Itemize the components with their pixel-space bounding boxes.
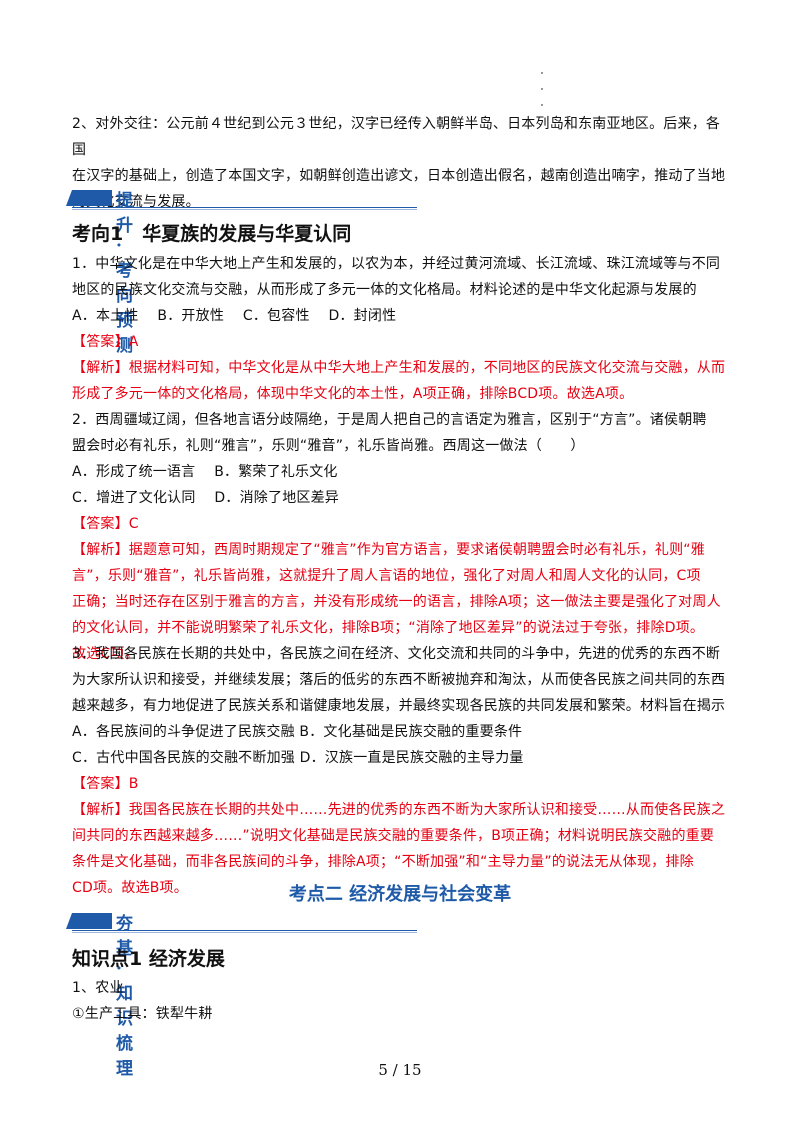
analysis-text: 【解析】根据材料可知，中华文化是从中华大地上产生和发展的，不同地区的民族文化交流… bbox=[72, 360, 726, 376]
question-text: 3．我国各民族在长期的共处中，各民族之间在经济、文化交流和共同的斗争中，先进的优… bbox=[72, 646, 721, 662]
analysis-text: 故选C项。 bbox=[72, 646, 139, 662]
analysis-text: 言”，乐则“雅音”，礼乐皆尚雅，这就提升了周人言语的地位，强化了对周人和周人文化… bbox=[72, 568, 701, 584]
section-bar-rule bbox=[72, 207, 417, 208]
analysis-text: 间共同的东西越来越多……”说明文化基础是民族交融的重要条件，B项正确；材料说明民… bbox=[72, 828, 715, 844]
decorative-dots bbox=[541, 72, 545, 120]
question-1: 1．中华文化是在中华大地上产生和发展的，以农为本，并经过黄河流域、长江流域、珠江… bbox=[72, 251, 732, 407]
text-line: 的文化交流与发展。 bbox=[72, 194, 200, 210]
section-bar-rule-light bbox=[72, 209, 417, 210]
question-text: 1．中华文化是在中华大地上产生和发展的，以农为本，并经过黄河流域、长江流域、珠江… bbox=[72, 256, 721, 272]
agriculture-section: 1、农业 ①生产工具：铁犁牛耕 bbox=[72, 975, 732, 1027]
page-number: 5 / 15 bbox=[378, 1061, 422, 1079]
answer-label: 【答案】C bbox=[72, 516, 139, 532]
analysis-text: CD项。故选B项。 bbox=[72, 880, 188, 896]
section-bar-marker bbox=[66, 190, 112, 206]
analysis-text: 条件是文化基础，而非各民族间的斗争，排除A项；“不断加强”和“主导力量”的说法无… bbox=[72, 854, 694, 870]
section-bar-title: 提升·考向预测 bbox=[116, 191, 133, 356]
analysis-text: 【解析】据题意可知，西周时期规定了“雅言”作为官方语言，要求诸侯朝聘盟会时必有礼… bbox=[72, 542, 705, 558]
answer-label: 【答案】A bbox=[72, 334, 139, 350]
text-line: 1、农业 bbox=[72, 980, 124, 996]
section-bar-title: 夯基·知识梳理 bbox=[116, 914, 133, 1079]
question-text: 为大家所认识和接受，并继续发展；落后的低劣的东西不断被抛弃和淘汰，从而使各民族之… bbox=[72, 672, 726, 688]
question-text: 盟会时必有礼乐，礼则“雅言”，乐则“雅音”，礼乐皆尚雅。西周这一做法（ ） bbox=[72, 438, 585, 454]
question-options: C．古代中国各民族的交融不断加强 D．汉族一直是民族交融的主导力量 bbox=[72, 750, 524, 766]
question-options: A．各民族间的斗争促进了民族交融 B．文化基础是民族交融的重要条件 bbox=[72, 724, 523, 740]
analysis-text: 的文化认同，并不能说明繁荣了礼乐文化，排除B项；“消除了地区差异”的说法过于夸张… bbox=[72, 620, 705, 636]
question-2: 2．西周疆域辽阔，但各地言语分歧隔绝，于是周人把自己的言语定为雅言，区别于“方言… bbox=[72, 407, 732, 667]
answer-label: 【答案】B bbox=[72, 776, 139, 792]
text-line: 在汉字的基础上，创造了本国文字，如朝鲜创造出谚文，日本创造出假名，越南创造出喃字… bbox=[72, 168, 726, 184]
section-bar-rule-light bbox=[72, 932, 417, 933]
section-bar-rule bbox=[72, 930, 417, 931]
question-options: C．增进了文化认同 D．消除了地区差异 bbox=[72, 490, 340, 506]
question-text: 地区的民族文化交流与交融，从而形成了多元一体的文化格局。材料论述的是中华文化起源… bbox=[72, 282, 697, 298]
question-text: 越来越多，有力地促进了民族关系和谐健康地发展，并最终实现各民族的共同发展和繁荣。… bbox=[72, 698, 726, 714]
section-bar-marker bbox=[66, 913, 112, 929]
analysis-text: 正确；当时还存在区别于雅言的方言，并没有形成统一的语言，排除A项；这一做法主要是… bbox=[72, 594, 721, 610]
question-options: A．形成了统一语言 B．繁荣了礼乐文化 bbox=[72, 464, 338, 480]
analysis-text: 【解析】我国各民族在长期的共处中……先进的优秀的东西不断为大家所认识和接受……从… bbox=[72, 802, 726, 818]
analysis-text: 形成了多元一体的文化格局，体现中华文化的本土性，A项正确，排除BCD项。故选A项… bbox=[72, 386, 634, 402]
kaoxiang-1-title: 考向1 华夏族的发展与华夏认同 bbox=[72, 223, 352, 245]
question-options: A．本土性 B．开放性 C．包容性 D．封闭性 bbox=[72, 308, 397, 324]
zhishi-1-title: 知识点1 经济发展 bbox=[72, 948, 225, 970]
question-3: 3．我国各民族在长期的共处中，各民族之间在经济、文化交流和共同的斗争中，先进的优… bbox=[72, 641, 732, 901]
intro-paragraph: 2、对外交往：公元前４世纪到公元３世纪，汉字已经传入朝鲜半岛、日本列岛和东南亚地… bbox=[72, 111, 732, 215]
text-line: 2、对外交往：公元前４世纪到公元３世纪，汉字已经传入朝鲜半岛、日本列岛和东南亚地… bbox=[72, 116, 721, 158]
text-line: ①生产工具：铁犁牛耕 bbox=[72, 1006, 213, 1022]
kaodian-2-title: 考点二 经济发展与社会变革 bbox=[288, 884, 512, 905]
question-text: 2．西周疆域辽阔，但各地言语分歧隔绝，于是周人把自己的言语定为雅言，区别于“方言… bbox=[72, 412, 707, 428]
